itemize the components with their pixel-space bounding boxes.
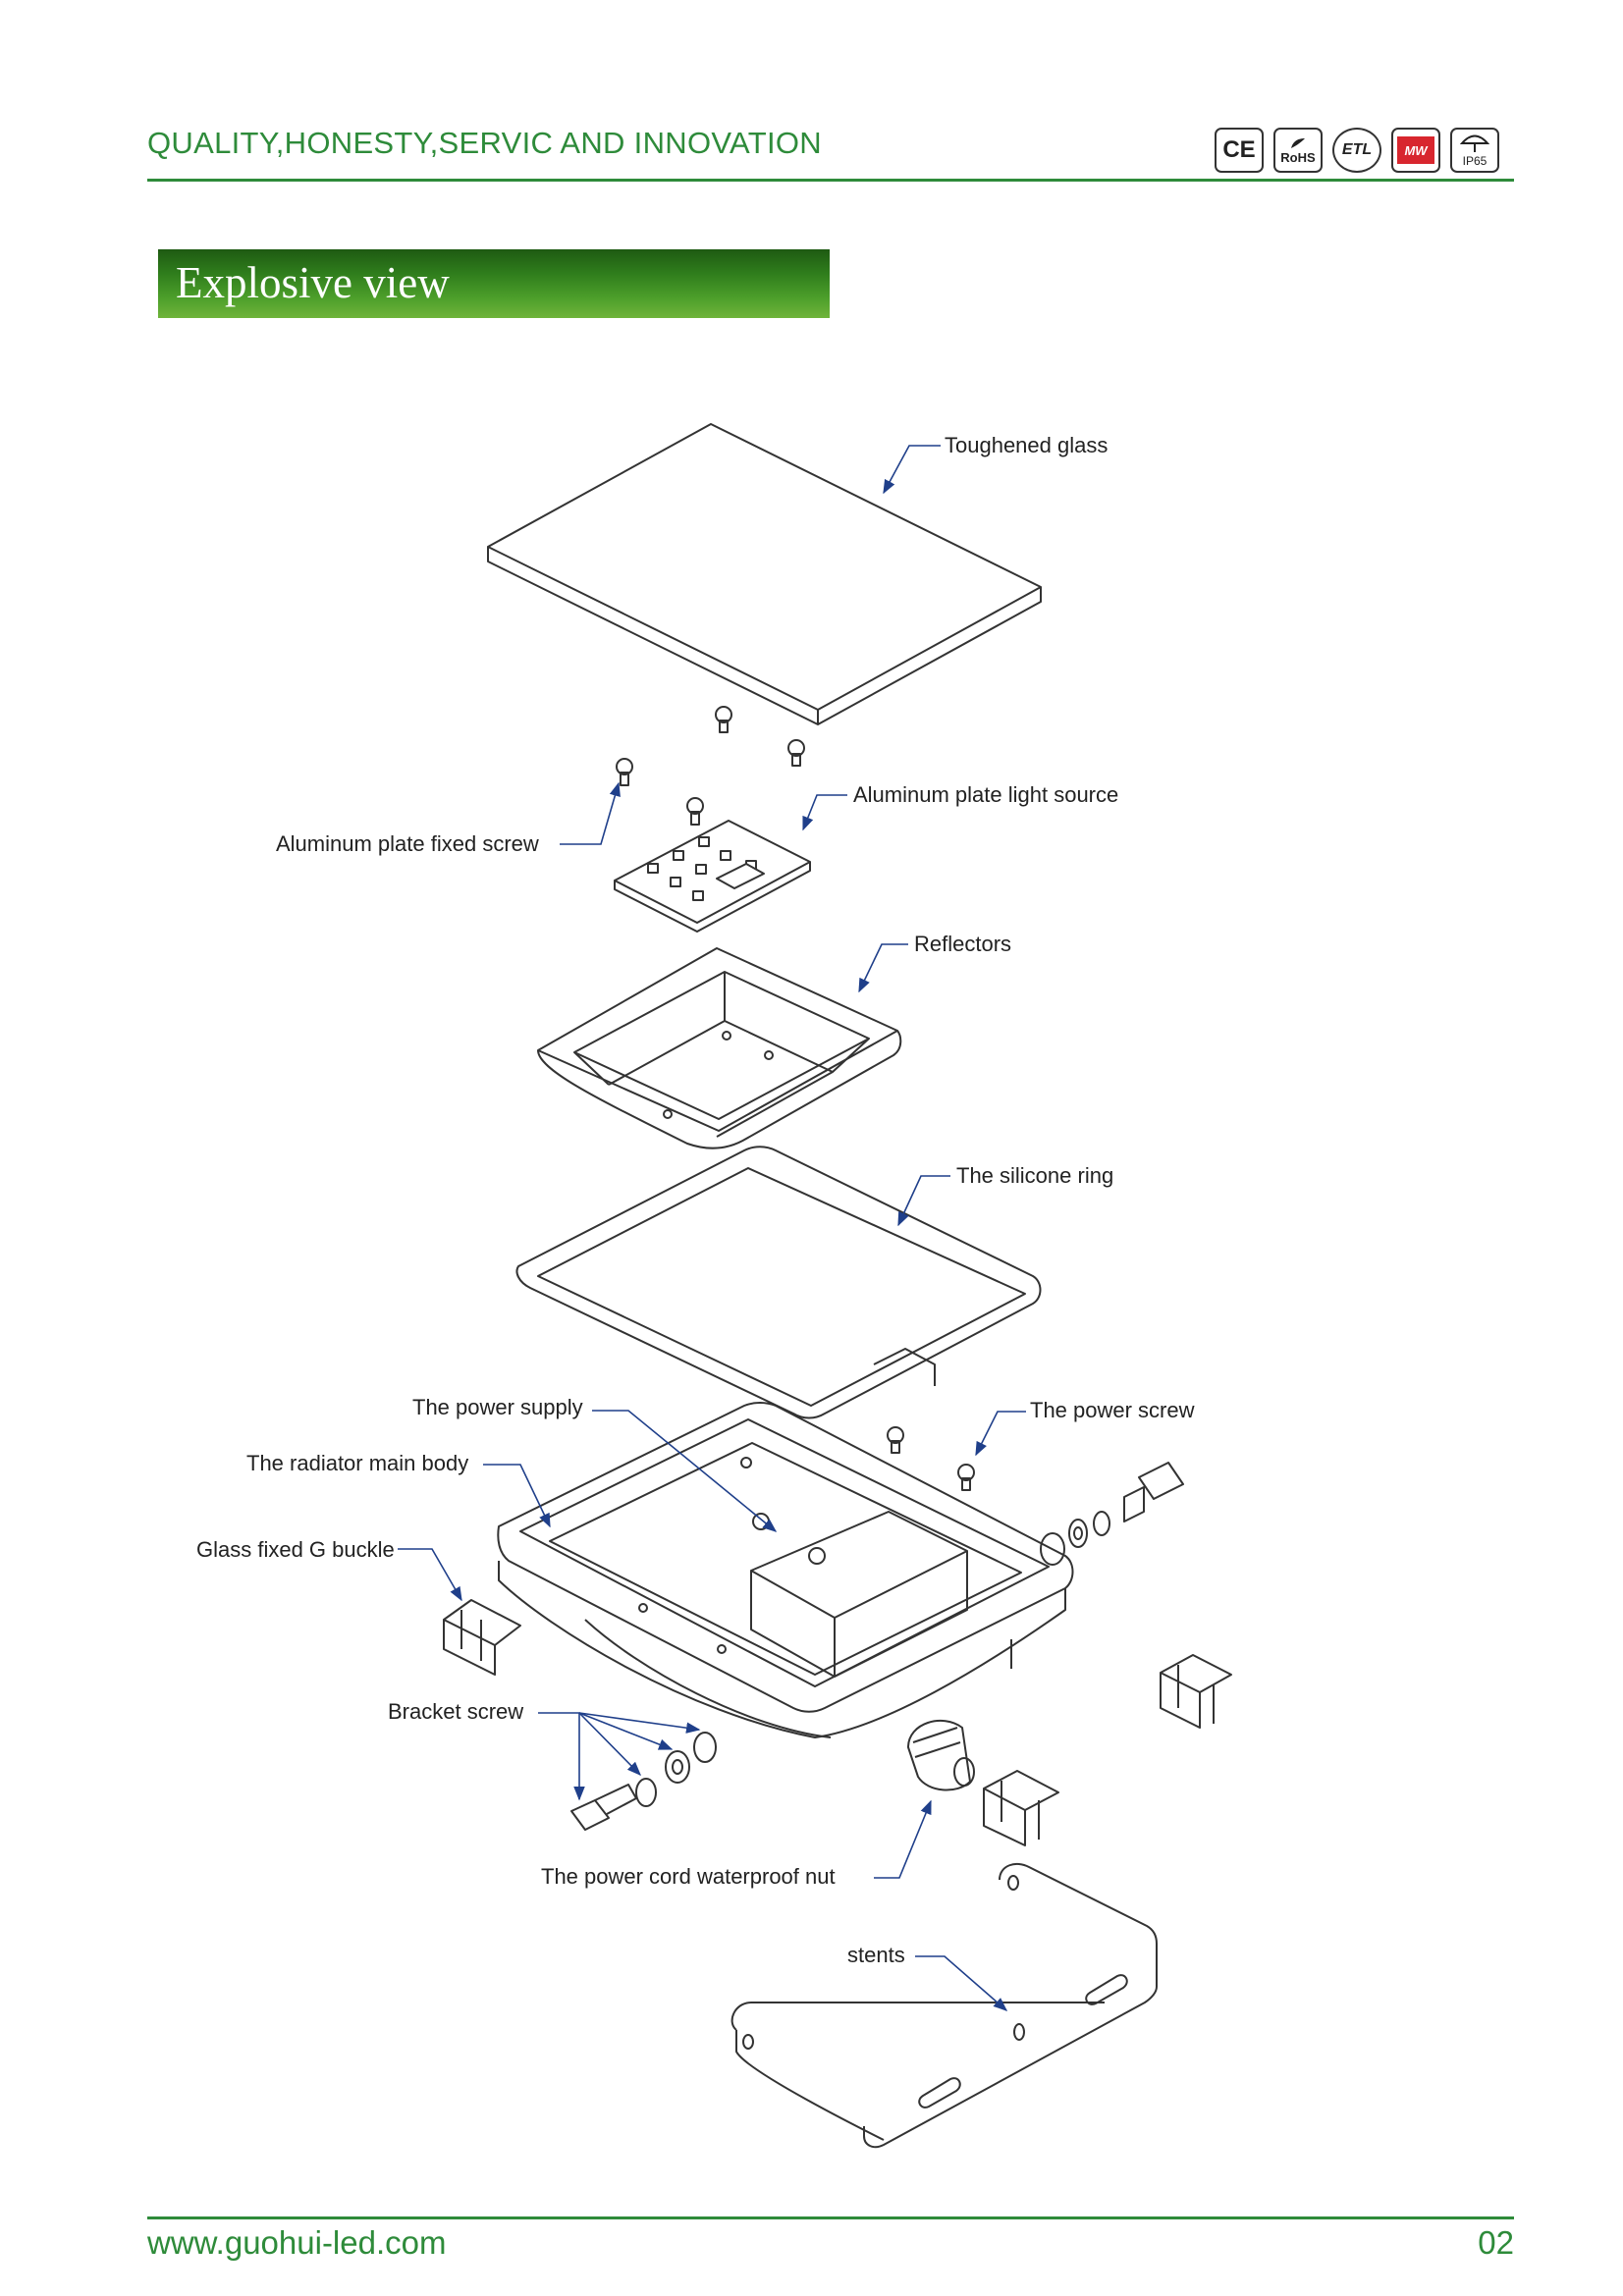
glass-screws [716, 707, 804, 766]
leader-power-screw [976, 1412, 1026, 1457]
leader-toughened-glass [884, 446, 941, 495]
leader-silicone-ring [898, 1176, 950, 1227]
section-banner: Explosive view [158, 249, 830, 318]
silicone-ring-part [517, 1147, 1041, 1417]
footer-website: www.guohui-led.com [147, 2224, 447, 2261]
leader-stents [915, 1956, 1008, 2011]
leader-bracket-screw-1 [538, 1713, 585, 1801]
waterproof-nut-part [908, 1721, 974, 1790]
callout-power-supply: The power supply [412, 1395, 583, 1419]
callout-glass-fixed-g-buckle: Glass fixed G buckle [196, 1537, 395, 1562]
leader-plate-screw [560, 781, 621, 844]
leader-bracket-screw-4 [579, 1713, 701, 1734]
callout-stents: stents [847, 1943, 905, 1967]
etl-mark-icon: ETL [1332, 128, 1381, 173]
rohs-mark-icon: RoHS [1273, 128, 1323, 173]
leader-bracket-screw-2 [579, 1713, 642, 1777]
stent-bracket-part [732, 1864, 1157, 2147]
callout-silicone-ring: The silicone ring [956, 1163, 1114, 1188]
callout-bracket-screw: Bracket screw [388, 1699, 524, 1724]
callout-reflectors: Reflectors [914, 932, 1012, 956]
ip65-mark-icon: IP65 [1450, 128, 1499, 173]
power-screws [888, 1427, 974, 1490]
footer-divider [147, 2216, 1514, 2219]
radiator-main-body-part [498, 1403, 1072, 1737]
leader-radiator [483, 1465, 550, 1528]
reflectors-part [538, 948, 900, 1148]
bracket-screw-set [571, 1733, 716, 1830]
aluminum-plate-light-source-part [615, 821, 810, 932]
aluminum-plate-screws [617, 759, 703, 825]
header-tagline: QUALITY,HONESTY,SERVIC AND INNOVATION [147, 126, 822, 160]
leader-waterproof-nut [874, 1799, 931, 1878]
header-divider [147, 179, 1514, 182]
leader-g-buckle [398, 1549, 462, 1602]
callout-power-screw: The power screw [1030, 1398, 1195, 1422]
right-bolt-assembly [1041, 1463, 1183, 1565]
callout-power-cord-waterproof-nut: The power cord waterproof nut [541, 1864, 836, 1889]
leader-bracket-screw-3 [579, 1713, 674, 1749]
leader-power-supply [592, 1411, 778, 1532]
callout-radiator-main-body: The radiator main body [246, 1451, 469, 1475]
section-title: Explosive view [176, 258, 450, 307]
page-number: 02 [1478, 2224, 1514, 2261]
callout-aluminum-plate-light-source: Aluminum plate light source [853, 782, 1119, 807]
lower-g-buckle-part [984, 1771, 1058, 1845]
callout-toughened-glass: Toughened glass [945, 433, 1109, 457]
ce-mark-icon: CE [1215, 128, 1264, 173]
leader-light-source [803, 795, 847, 831]
left-g-buckle-part [444, 1600, 520, 1675]
right-g-buckle-part [1161, 1655, 1231, 1728]
leader-reflectors [859, 944, 908, 993]
toughened-glass-part [488, 424, 1041, 724]
meanwell-mark-icon: MW [1391, 128, 1440, 173]
callout-aluminum-plate-fixed-screw: Aluminum plate fixed screw [276, 831, 539, 856]
